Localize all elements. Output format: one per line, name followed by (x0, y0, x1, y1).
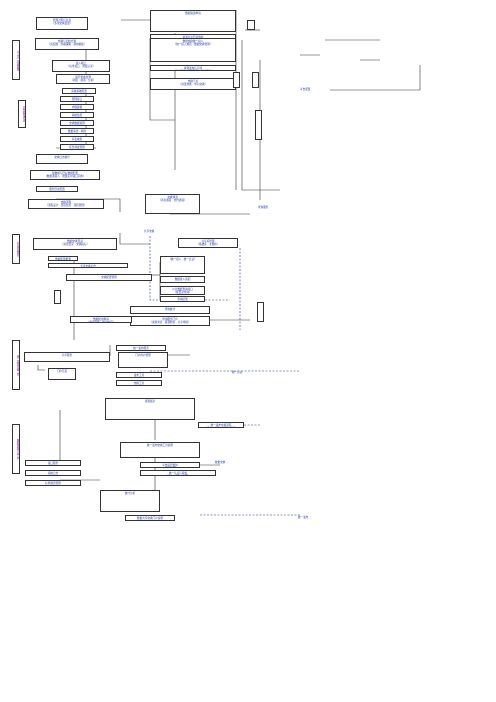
diagram-node: 交换节点 （前置交换 · 中心交换） (150, 78, 236, 90)
diagram-node: 查询统计 (130, 306, 210, 314)
vertical-marker (247, 20, 255, 30)
vertical-marker (252, 72, 259, 88)
diagram-node: 平台运行维护 （运维管理） (140, 462, 200, 468)
diagram-node: 数据交换目录 （资源目录 · 交换指标） (33, 238, 117, 250)
diagram-node: 交换流程 （流程设计 · 流程监控 · 流程管理） (28, 199, 104, 209)
diagram-node: 交换通道 （消息通道 · 文件通道） (145, 194, 200, 214)
diagram-node: 资源展示 (105, 398, 195, 420)
diagram-node: 服务目录配置 (36, 186, 78, 192)
diagram-node: 数据资源申请 (150, 10, 236, 32)
side-label: 上下文一总线路由 (12, 40, 20, 80)
diagram-node: 库表映射 (60, 136, 94, 142)
diagram-node: 共享交换平台 (48, 263, 128, 268)
diagram-node: 标准规范管理 (25, 480, 81, 486)
diagram-node: 接入端口 （标准接口 · 调度记录） (52, 60, 110, 72)
diagram-node: 共享服务 (24, 352, 110, 362)
diagram-node: 运行状态监测 （调度 · 通道 · 分析） (56, 74, 110, 84)
diagram-node: 统一发布交换工具说明 (120, 442, 200, 458)
diagram-node: 公共数据查询接口 （按目录查询） (160, 286, 205, 295)
side-label: 后台处理通道 (18, 100, 26, 128)
edge-label: 共享交换 (144, 230, 155, 233)
diagram-node: 数据清洗 · 转换 (60, 128, 94, 134)
edge-label: 数据交换 (215, 461, 226, 464)
diagram-node: 统一发布服务 (116, 345, 166, 351)
diagram-node: 统一认证与授权 （用户 · 角色 · 权限） (140, 470, 216, 476)
diagram-node: （统一接入 · 统一认证） (160, 256, 205, 274)
diagram-node: 系统日志 (25, 470, 81, 476)
diagram-node: 数据共享交换门户说明 (125, 515, 175, 521)
diagram-node: 统一发布交换流程 （发布 · 交换 · 订阅 · 反馈） (198, 422, 244, 428)
diagram-node: 数据质量检测 （完整性 · 一致性校验） (48, 256, 78, 261)
diagram-node: 管理过程与信息 （多次交换变更） (36, 17, 88, 30)
diagram-node: 交换日志统计 (36, 154, 88, 164)
diagram-node: 交换数据处理 (60, 120, 94, 126)
diagram-node: 源数据与目标数据配置 （数据源接入 · 批量实时接口同步） (30, 170, 100, 180)
diagram-node: 数据使用申请 （申请审批 · 授权访问） (70, 316, 132, 323)
diagram-node: 统计分析 (100, 490, 160, 512)
diagram-node: 门户首页 (48, 368, 76, 380)
diagram-node: 发布工具 (116, 372, 162, 378)
edge-label: 统一发布 (298, 516, 309, 519)
diagram-node: 内容建模 (60, 104, 94, 110)
diagram-node: 系统监控 (60, 112, 94, 118)
vertical-marker (233, 72, 240, 88)
vertical-marker (255, 110, 262, 140)
side-label: 统一发布交换工具 (12, 340, 20, 390)
edge-label: 查询服务 (258, 206, 269, 209)
diagram-node: 任务调度管理 (60, 144, 94, 150)
edge-label: 统一认证 (232, 371, 243, 374)
diagram-node: 查询服务门户 （资源浏览 · 资源检索 · 共享申请） (130, 316, 210, 326)
edge-label: 平台配置 (300, 88, 311, 91)
diagram-node: 数据接入适配 (160, 276, 205, 283)
diagram-node: 管理接口 (60, 96, 94, 102)
diagram-node: 数据交换统一接入 （统一接入规范 · 数据交换管理） (150, 38, 236, 62)
diagram-node: 交换与归档方案 （适配器 · 传输策略 · 通用模板） (35, 38, 99, 50)
side-label: 公共查询服务 (12, 234, 20, 264)
vertical-marker (257, 302, 264, 322)
diagram-node: 系统基础配置 (62, 88, 96, 94)
diagram-node: 查询结果 (160, 296, 205, 302)
diagram-node: 交换配置管理 (66, 274, 152, 281)
diagram-node: 共享库管理 （基础库 · 主题库） (178, 238, 238, 248)
diagram-node: 接口服务 (25, 460, 81, 466)
diagram-node: 资源发布与订阅 （发布服务 · 订阅服务 · 订阅审批） (150, 65, 236, 71)
side-label: 数据交换共享门户 (12, 424, 20, 474)
diagram-node: 交换工具 (116, 380, 162, 386)
vertical-marker (54, 290, 61, 304)
diagram-node: 门户用户管理 (118, 352, 168, 368)
